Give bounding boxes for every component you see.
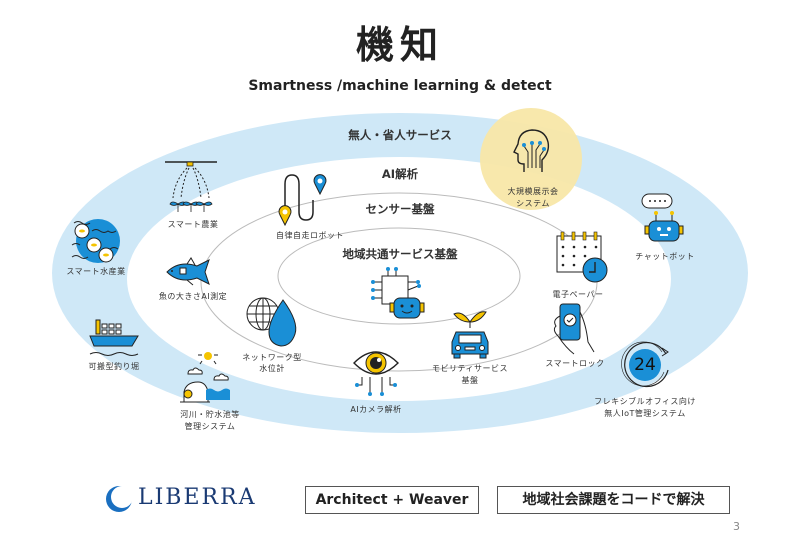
label-water-level-1: ネットワーク型 (242, 353, 302, 362)
label-smart-lock: スマートロック (545, 359, 605, 368)
label-exhibition-2: システム (516, 199, 550, 208)
liberra-logo-mark (106, 486, 133, 512)
label-fish-size: 魚の大きさAI測定 (158, 292, 228, 301)
tagline-community-issues: 地域社会課題をコードで解決 (497, 486, 730, 514)
label-water-level-2: 水位計 (259, 364, 285, 373)
eye-circuit-icon (353, 351, 399, 396)
ring-label-second: AI解析 (381, 167, 419, 181)
globe-water-drop-icon (246, 297, 297, 347)
page-title: 機知 (355, 23, 444, 67)
fish-icon (166, 257, 210, 286)
label-river-1: 河川・貯水池等 (180, 410, 240, 419)
ring-label-inner: 地域共通サービス基盤 (342, 247, 458, 261)
liberra-logo-text: LIBERRA (138, 485, 257, 510)
chatbot-icon (641, 193, 684, 242)
24-hour-icon (621, 341, 669, 388)
label-river-2: 管理システム (184, 422, 236, 431)
ring-label-third: センサー基盤 (365, 202, 435, 216)
ai-head-icon (513, 129, 550, 172)
label-epaper: 電子ペーパー (552, 290, 604, 299)
inner-ring (277, 227, 521, 325)
label-flex-office-2: 無人IoT管理システム (604, 409, 686, 418)
page-number: 3 (733, 520, 740, 533)
ring-label-outer: 無人・省人サービス (348, 128, 452, 142)
label-smart-fishery: スマート水産業 (66, 267, 126, 276)
sprinkler-plant-icon (165, 161, 217, 212)
label-ai-camera: AIカメラ解析 (350, 405, 402, 414)
smartphone-lock-icon (553, 303, 595, 355)
page-subtitle: Smartness /machine learning & detect (248, 78, 552, 94)
label-mobility-2: 基盤 (461, 376, 479, 385)
flex-office-number: 24 (634, 355, 656, 375)
river-reservoir-icon (180, 352, 230, 403)
label-smart-agriculture: スマート農業 (167, 220, 219, 229)
label-mobility-1: モビリティサービス (431, 364, 509, 373)
label-flex-office-1: フレキシブルオフィス向け (594, 397, 696, 406)
label-exhibition-1: 大規模展示会 (507, 187, 559, 196)
calendar-clock-icon (556, 231, 608, 283)
label-autonomous-robot: 自律自走ロボット (276, 231, 344, 240)
label-chatbot: チャットボット (635, 252, 695, 261)
highlight-circle (480, 108, 582, 210)
tagline-architect-weaver: Architect + Weaver (305, 486, 479, 514)
eco-car-icon (451, 311, 489, 359)
ship-icon (89, 319, 139, 356)
route-pin-icon (278, 174, 327, 227)
label-fishing-boat: 可搬型釣り堀 (88, 362, 140, 371)
ai-chip-robot-icon (371, 267, 425, 319)
fish-farm-icon (71, 219, 120, 263)
